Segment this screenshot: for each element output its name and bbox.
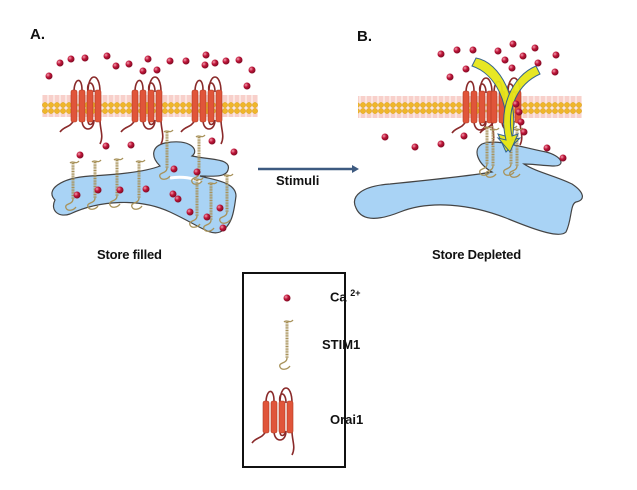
calcium-ion [551,68,559,76]
calcium-ion [534,59,542,67]
calcium-ion [552,51,560,59]
calcium-ion [153,66,161,74]
calcium-ion [169,190,177,198]
legend-label-stim1: STIM1 [322,337,361,352]
calcium-ion [202,51,210,59]
calcium-ion [508,64,516,72]
calcium-ion [230,148,238,156]
stimuli-arrow [258,165,359,173]
calcium-ion [469,46,477,54]
legend-symbols [251,294,295,456]
calcium-ion [462,65,470,73]
calcium-ion [211,59,219,67]
calcium-ion [520,128,528,136]
calcium-ion [219,224,227,232]
calcium-ion [208,137,216,145]
er-store-depleted [353,141,583,235]
calcium-ion [144,55,152,63]
calcium-ion [94,186,102,194]
calcium-ion [142,185,150,193]
calcium-ion [222,57,230,65]
panel-b-illustration [353,57,583,235]
plasma-membrane-b [358,96,582,118]
calcium-ion [186,208,194,216]
calcium-ion [460,132,468,140]
calcium-ion [76,151,84,159]
calcium-ion [67,55,75,63]
panel-a-label: A. [30,26,45,43]
panel-b-label: B. [357,28,372,45]
calcium-ion [437,50,445,58]
calcium-ion [216,204,224,212]
calcium-ion [559,154,567,162]
calcium-ion [182,57,190,65]
panel-a-illustration [42,76,258,234]
legend [242,272,346,468]
calcium-ion [193,168,201,176]
legend-label-calcium: Ca 2+ [330,288,361,304]
calcium-ion [543,144,551,152]
calcium-influx-arrow [496,65,541,153]
calcium-ion [203,213,211,221]
calcium-ion [56,59,64,67]
calcium-ion [531,44,539,52]
panel-a-caption: Store filled [97,247,162,262]
calcium-ion [201,61,209,69]
calcium-ion [45,72,53,80]
calcium-ion [170,165,178,173]
calcium-ion [519,52,527,60]
calcium-ion [494,47,502,55]
calcium-ion [453,46,461,54]
stimuli-label: Stimuli [276,173,320,188]
legend-calcium-text: Ca [330,289,347,305]
calcium-ion [515,108,523,116]
calcium-ion [112,62,120,70]
calcium-ion [127,141,135,149]
calcium-ion [446,73,454,81]
calcium-ion [243,82,251,90]
calcium-ion [517,118,525,126]
calcium-ion [116,186,124,194]
calcium-ion [512,100,520,108]
calcium-ion [139,67,147,75]
panel-b-caption: Store Depleted [432,247,521,262]
calcium-ion [102,142,110,150]
calcium-ion [248,66,256,74]
calcium-ion [381,133,389,141]
calcium-ion [501,56,509,64]
calcium-ion [73,191,81,199]
calcium-ion [509,40,517,48]
legend-label-orai1: Orai1 [330,412,364,427]
calcium-ion [174,195,182,203]
calcium-ion [411,143,419,151]
legend-calcium-icon [283,294,291,302]
calcium-ion [125,60,133,68]
calcium-ion [235,56,243,64]
calcium-ion [81,54,89,62]
legend-calcium-charge: 2+ [350,288,361,298]
calcium-ion [437,140,445,148]
calcium-ions [45,40,567,232]
calcium-ion [166,57,174,65]
calcium-ion [103,52,111,60]
